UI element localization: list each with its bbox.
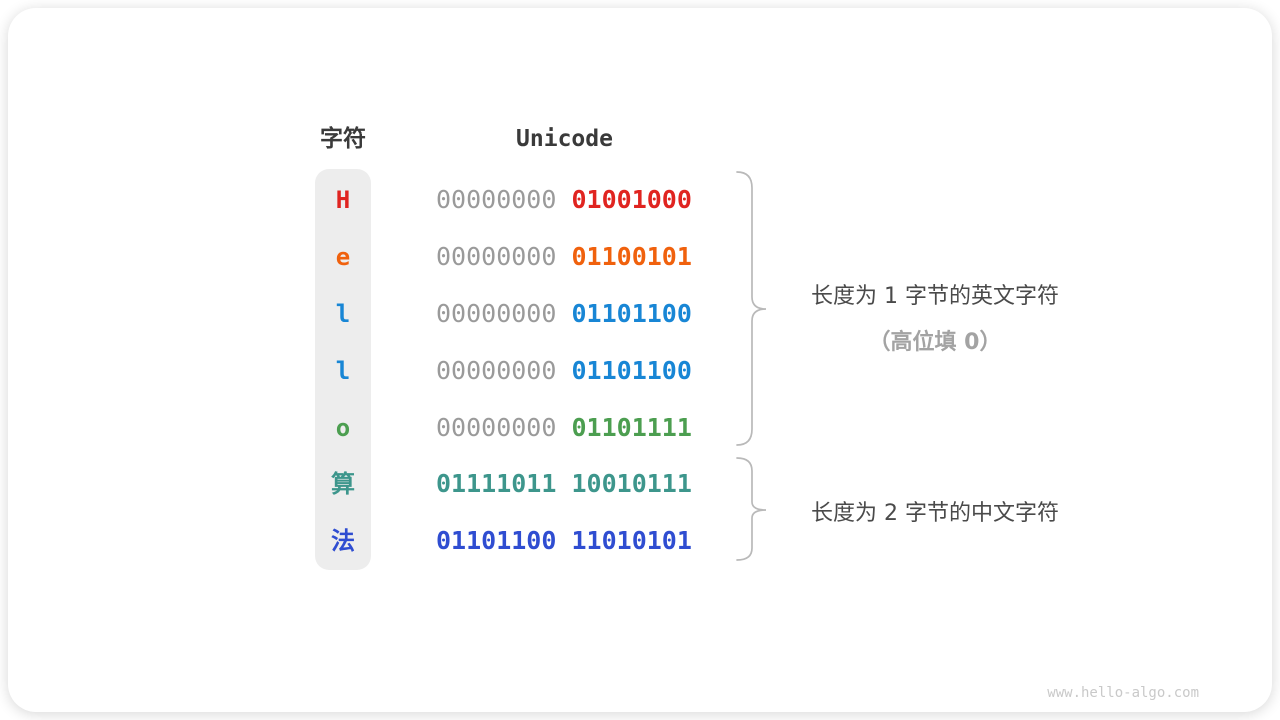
unicode-bytes: 00000000 01101111 — [436, 410, 692, 446]
unicode-byte-low: 01101100 — [571, 299, 692, 328]
char-cell: l — [335, 300, 351, 328]
annotation-english-line2: （高位填 0） — [868, 330, 1002, 355]
table-row: l 00000000 01101100 — [8, 353, 1280, 389]
unicode-bytes: 00000000 01101100 — [436, 296, 692, 332]
unicode-byte-low: 01001000 — [571, 185, 692, 214]
unicode-byte-high: 01101100 — [436, 526, 557, 555]
char-column-background — [315, 169, 371, 570]
annotation-english: 长度为 1 字节的英文字符 （高位填 0） — [768, 278, 1102, 356]
unicode-byte-high: 00000000 — [436, 356, 557, 385]
char-cell: 算 — [331, 470, 355, 498]
unicode-byte-high: 00000000 — [436, 242, 557, 271]
unicode-bytes: 01111011 10010111 — [436, 466, 692, 502]
table-row: H 00000000 01001000 — [8, 182, 1280, 218]
char-cell: H — [335, 186, 351, 214]
annotation-chinese: 长度为 2 字节的中文字符 — [768, 495, 1102, 527]
unicode-byte-high: 00000000 — [436, 185, 557, 214]
annotation-chinese-line1: 长度为 2 字节的中文字符 — [811, 501, 1059, 526]
column-header-char: 字符 — [320, 126, 366, 152]
char-cell: 法 — [331, 527, 355, 555]
table-row: e 00000000 01100101 — [8, 239, 1280, 275]
unicode-byte-low: 10010111 — [571, 469, 692, 498]
table-row: l 00000000 01101100 — [8, 296, 1280, 332]
unicode-byte-low: 01101100 — [571, 356, 692, 385]
column-header-unicode: Unicode — [516, 126, 613, 152]
char-cell: l — [335, 357, 351, 385]
unicode-bytes: 00000000 01001000 — [436, 182, 692, 218]
table-row: o 00000000 01101111 — [8, 410, 1280, 446]
table-row: 法 01101100 11010101 — [8, 523, 1280, 559]
unicode-byte-low: 11010101 — [571, 526, 692, 555]
diagram-card: 字符 Unicode H 00000000 01001000 e 0000000… — [8, 8, 1272, 712]
unicode-bytes: 00000000 01100101 — [436, 239, 692, 275]
char-cell: o — [335, 414, 351, 442]
table-row: 算 01111011 10010111 — [8, 466, 1280, 502]
unicode-byte-low: 01101111 — [571, 413, 692, 442]
unicode-byte-low: 01100101 — [571, 242, 692, 271]
unicode-byte-high: 01111011 — [436, 469, 557, 498]
unicode-bytes: 00000000 01101100 — [436, 353, 692, 389]
unicode-byte-high: 00000000 — [436, 413, 557, 442]
unicode-bytes: 01101100 11010101 — [436, 523, 692, 559]
watermark-url: www.hello-algo.com — [1047, 685, 1199, 701]
char-cell: e — [335, 243, 351, 271]
unicode-byte-high: 00000000 — [436, 299, 557, 328]
annotation-english-line1: 长度为 1 字节的英文字符 — [811, 284, 1059, 309]
